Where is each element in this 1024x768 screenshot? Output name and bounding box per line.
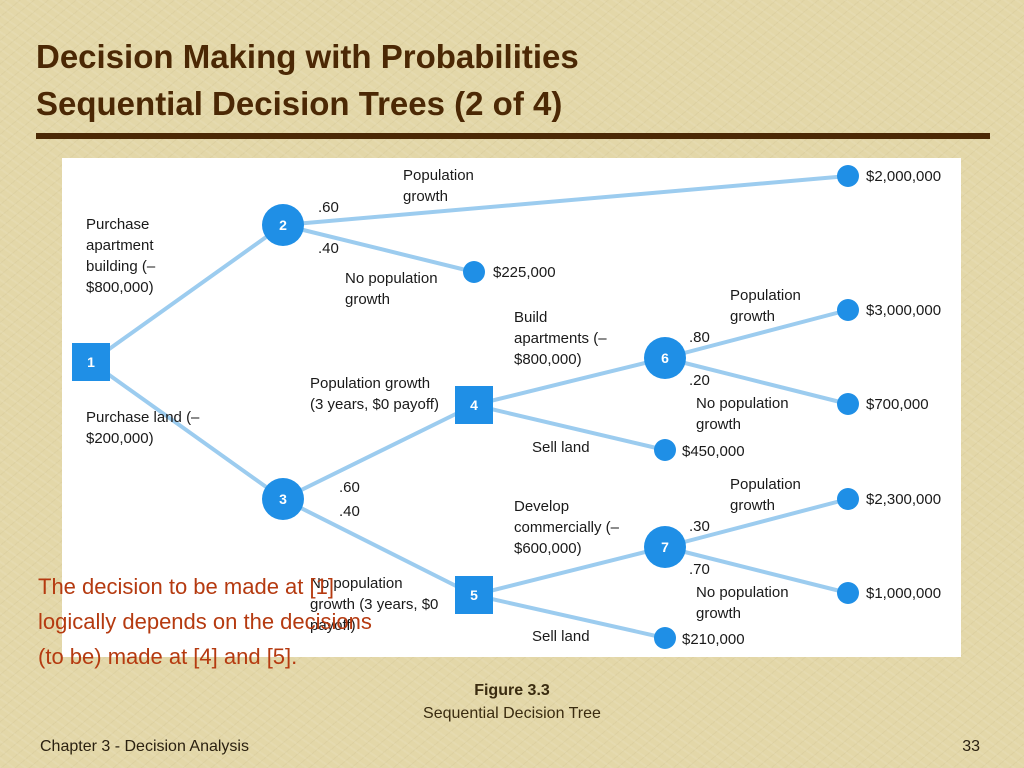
prob-n3-growth: .60 — [339, 479, 360, 496]
payoff-dot-2-growth — [837, 165, 859, 187]
label-build-apartments: Build apartments (–$800,000) — [514, 309, 607, 368]
payoff-n2-growth: $2,000,000 — [866, 168, 942, 185]
footer-chapter: Chapter 3 - Decision Analysis — [40, 738, 249, 755]
payoff-dot-2-no-growth — [463, 261, 485, 283]
payoff-dot-6-no-growth — [837, 393, 859, 415]
payoff-dot-5-sell — [654, 627, 676, 649]
branch-1-3 — [89, 360, 285, 501]
branch-5-sell — [472, 593, 667, 640]
node-5-label: 5 — [470, 587, 478, 603]
payoff-n7-growth: $2,300,000 — [866, 491, 942, 508]
node-2-label: 2 — [279, 217, 287, 233]
node-4-label: 4 — [470, 397, 478, 413]
branch-1-2 — [89, 223, 285, 364]
label-sell-land-5: Sell land — [532, 628, 590, 645]
label-n7-population-growth: Population growth — [730, 476, 801, 514]
decision-node-4: 4 — [455, 386, 493, 424]
prob-n7-no-growth: .70 — [689, 561, 710, 578]
payoff-n6-no-growth: $700,000 — [866, 396, 929, 413]
branch-7-no-growth — [663, 545, 850, 595]
payoff-n5-sell: $210,000 — [682, 631, 745, 648]
figure-number: Figure 3.3 — [474, 682, 550, 699]
label-sell-land-4: Sell land — [532, 439, 590, 456]
label-n7-no-population-growth: No population growth — [696, 584, 789, 622]
payoff-n6-growth: $3,000,000 — [866, 302, 942, 319]
node-7-label: 7 — [661, 539, 669, 555]
branch-3-growth — [281, 403, 476, 501]
payoff-dot-7-no-growth — [837, 582, 859, 604]
branch-4-sell — [472, 403, 667, 452]
payoff-n7-no-growth: $1,000,000 — [866, 585, 942, 602]
branch-2-growth — [281, 174, 850, 227]
branch-5-develop — [472, 545, 667, 597]
prob-n2-growth: .60 — [318, 199, 339, 216]
title-underline — [36, 133, 990, 139]
label-no-population-growth-3yr: No population growth (3 years, $0 payoff… — [310, 575, 439, 634]
chance-node-3: 3 — [262, 478, 304, 520]
node-1-label: 1 — [87, 354, 95, 370]
slide-title-line1: Decision Making with Probabilities — [36, 38, 579, 75]
label-purchase-apartment: Purchase apartment building (–$800,000) — [86, 216, 156, 296]
label-population-growth-3yr: Population growth (3 years, $0 payoff) — [310, 375, 439, 413]
branch-2-no-growth — [281, 223, 476, 274]
decision-node-5: 5 — [455, 576, 493, 614]
label-n2-population-growth: Population growth — [403, 167, 474, 205]
label-n6-no-population-growth: No population growth — [696, 395, 789, 433]
branch-3-no-growth — [281, 497, 476, 597]
decision-node-1: 1 — [72, 343, 110, 381]
branch-4-build — [472, 356, 667, 407]
node-6-label: 6 — [661, 350, 669, 366]
payoff-n2-no-growth: $225,000 — [493, 264, 556, 281]
payoff-n4-sell: $450,000 — [682, 443, 745, 460]
branch-6-growth — [663, 308, 850, 360]
slide-title-line2: Sequential Decision Trees (2 of 4) — [36, 85, 563, 122]
branch-6-no-growth — [663, 356, 850, 406]
prob-n6-growth: .80 — [689, 329, 710, 346]
label-n2-no-population-growth: No population growth — [345, 270, 438, 308]
explanatory-note: The decision to be made at [1] logically… — [38, 574, 372, 669]
chance-node-7: 7 — [644, 526, 686, 568]
label-develop-commercially: Develop commercially (–$600,000) — [514, 498, 620, 557]
chance-node-6: 6 — [644, 337, 686, 379]
payoff-dot-7-growth — [837, 488, 859, 510]
decision-tree-figure: 1 2 3 4 5 6 7 — [62, 158, 961, 657]
chance-node-2: 2 — [262, 204, 304, 246]
label-n6-population-growth: Population growth — [730, 287, 801, 325]
page-number: 33 — [962, 738, 980, 755]
label-purchase-land: Purchase land (–$200,000) — [86, 409, 200, 447]
prob-n3-no-growth: .40 — [339, 503, 360, 520]
decision-tree-diagram: 1 2 3 4 5 6 7 — [72, 165, 859, 649]
prob-n6-no-growth: .20 — [689, 372, 710, 389]
prob-n2-no-growth: .40 — [318, 240, 339, 257]
prob-n7-growth: .30 — [689, 518, 710, 535]
payoff-dot-4-sell — [654, 439, 676, 461]
branch-7-growth — [663, 497, 850, 549]
node-3-label: 3 — [279, 491, 287, 507]
figure-caption: Sequential Decision Tree — [423, 705, 601, 722]
payoff-dot-6-growth — [837, 299, 859, 321]
